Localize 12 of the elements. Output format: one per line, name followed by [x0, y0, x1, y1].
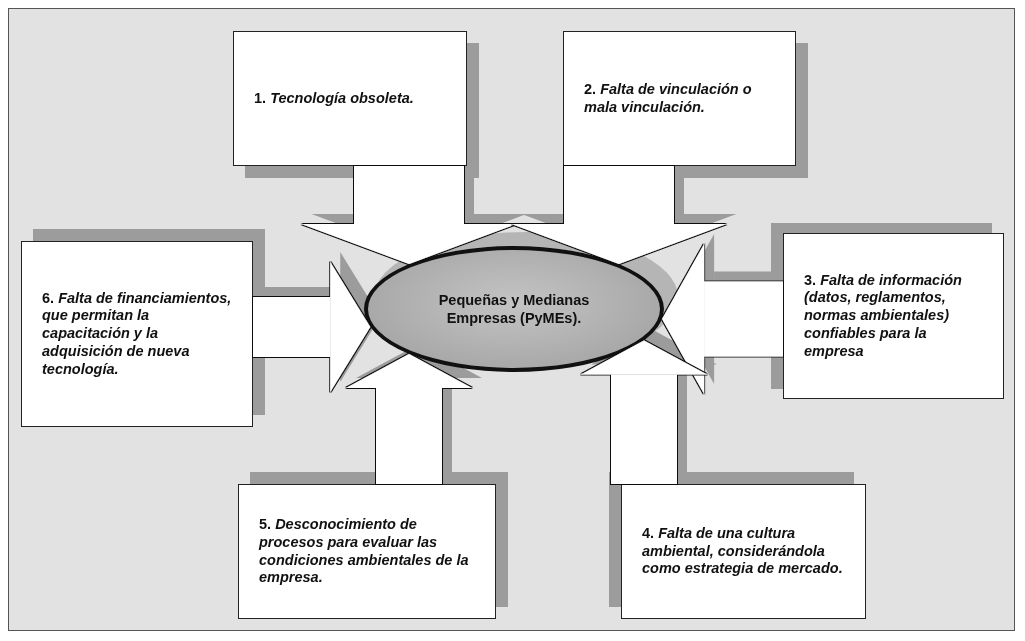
block-arrow	[662, 244, 783, 394]
block-arrow	[253, 262, 371, 392]
callout-text: 2. Falta de vinculación o mala vinculación.	[584, 80, 753, 117]
callout-text: 5. Desconocimiento de procesos para evaluar las condiciones ambientales de la empresa.	[259, 516, 470, 587]
callout-text: 1. Tecnología obsoleta.	[254, 89, 414, 108]
ellipse-label: Pequeñas y Medianas Empresas (PyMEs).	[437, 290, 591, 328]
block-arrow	[346, 354, 472, 484]
callout-text: 6. Falta de financiamientos, que permitan la capacitación y la adquisición de nueva tecnología.	[42, 289, 233, 379]
callout-text: 4. Falta de una cultura ambiental, considerándola como estrategia de mercado.	[642, 524, 844, 579]
block-arrow	[581, 340, 707, 484]
block-arrow	[511, 166, 727, 264]
callout-text: 3. Falta de información (datos, reglamentos, normas ambientales) confiables para la empresa	[804, 271, 963, 361]
